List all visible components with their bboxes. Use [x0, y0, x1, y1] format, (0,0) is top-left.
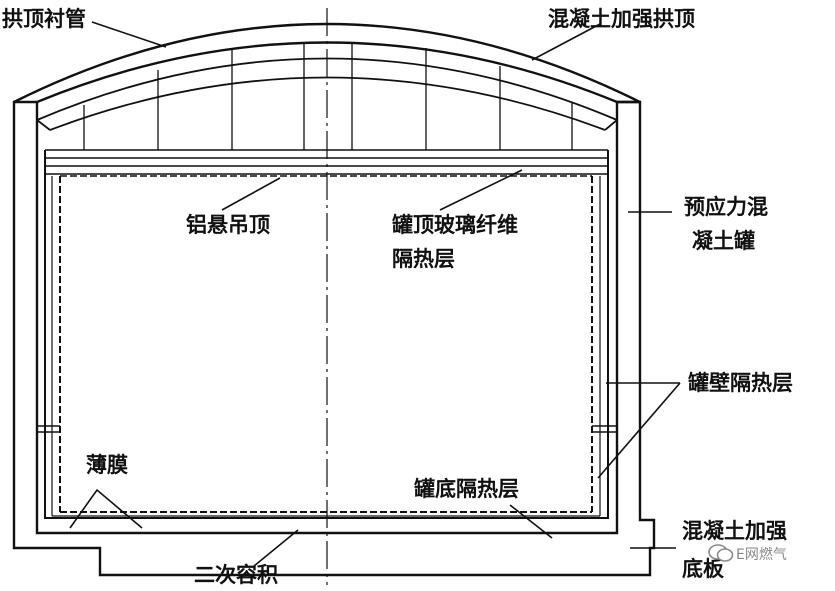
label-prestressed-tank-1: 预应力混 — [684, 195, 768, 219]
label-bottom-insulation: 罐底隔热层 — [414, 477, 519, 501]
label-arch-liner: 拱顶衬管 — [2, 7, 86, 31]
label-membrane: 薄膜 — [86, 453, 128, 477]
inner-insulated-vessel — [51, 175, 601, 517]
outer-concrete-tank — [12, 100, 656, 577]
concrete-dome — [13, 22, 641, 104]
label-concrete-base-2: 底板 — [682, 557, 724, 581]
label-concrete-base-1: 混凝土加强 — [682, 519, 787, 543]
label-roof-insulation-2: 隔热层 — [392, 247, 455, 271]
label-roof-insulation-1: 罐顶玻璃纤维 — [392, 213, 518, 237]
label-wall-insulation: 罐壁隔热层 — [688, 371, 793, 395]
wall-anchors — [37, 425, 617, 433]
leader-lines — [69, 21, 681, 567]
label-concrete-dome: 混凝土加强拱顶 — [548, 7, 695, 31]
deck-hangers — [83, 42, 573, 150]
label-aluminum-deck: 铝悬吊顶 — [186, 213, 270, 237]
label-prestressed-tank-2: 凝土罐 — [692, 229, 755, 253]
wechat-icon — [708, 544, 734, 562]
watermark-text: E网燃气 — [736, 547, 787, 563]
label-secondary-volume: 二次容积 — [194, 563, 278, 587]
